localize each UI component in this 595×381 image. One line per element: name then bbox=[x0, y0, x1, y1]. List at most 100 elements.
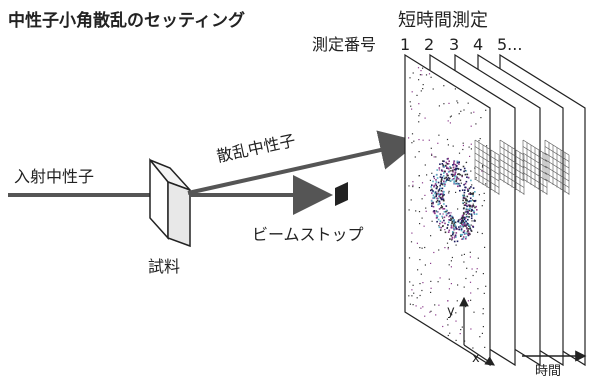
scatter-dot bbox=[481, 205, 483, 207]
scatter-dot bbox=[447, 167, 450, 170]
scatter-dot bbox=[458, 228, 460, 231]
scatter-dot bbox=[431, 153, 433, 155]
scatter-dot bbox=[448, 192, 450, 194]
scatter-dot bbox=[444, 183, 446, 186]
scatter-dot bbox=[449, 332, 451, 334]
scatter-dot bbox=[470, 148, 472, 150]
scatter-dot bbox=[439, 193, 441, 196]
scatter-dot bbox=[468, 200, 470, 203]
scatter-dot bbox=[463, 196, 465, 198]
scatter-dot bbox=[463, 232, 466, 234]
scatter-dot bbox=[484, 346, 486, 348]
meas-no-label: 測定番号 bbox=[312, 35, 376, 54]
scatter-dot bbox=[469, 200, 471, 202]
scatter-dot bbox=[464, 189, 466, 191]
scatter-dot bbox=[436, 197, 438, 200]
scatter-dot bbox=[424, 264, 426, 266]
scatter-dot bbox=[448, 288, 450, 290]
scatter-dot bbox=[465, 225, 467, 228]
scatter-dot bbox=[469, 256, 471, 258]
scatter-dot bbox=[432, 202, 434, 205]
scatter-dot bbox=[439, 277, 441, 279]
scatter-dot bbox=[451, 222, 453, 225]
scatter-dot bbox=[481, 332, 483, 334]
scatter-dot bbox=[450, 170, 452, 172]
scatter-dot bbox=[470, 125, 472, 127]
scatter-dot bbox=[419, 113, 421, 115]
scatter-dot bbox=[419, 74, 421, 76]
scatter-dot bbox=[447, 334, 449, 337]
scatter-dot bbox=[453, 177, 456, 180]
scatter-dot bbox=[416, 94, 418, 96]
scatter-dot bbox=[435, 195, 437, 198]
scatter-dot bbox=[444, 164, 447, 167]
scatter-dot bbox=[453, 221, 455, 223]
scatter-dot bbox=[446, 138, 449, 141]
scatter-dot bbox=[411, 91, 413, 93]
scatter-dot bbox=[456, 160, 459, 163]
scatter-dot bbox=[442, 165, 445, 168]
scatter-dot bbox=[434, 304, 436, 306]
scatter-dot bbox=[430, 287, 432, 289]
scatter-dot bbox=[433, 156, 435, 158]
scatter-dot bbox=[479, 138, 481, 140]
scatter-dot bbox=[442, 160, 444, 162]
scatter-dot bbox=[468, 225, 470, 227]
scatter-dot bbox=[458, 113, 460, 115]
scatter-dot bbox=[437, 192, 439, 195]
scatter-dot bbox=[463, 109, 465, 111]
scatter-dot bbox=[447, 177, 450, 179]
scatter-dot bbox=[469, 192, 472, 194]
scatter-dot bbox=[431, 184, 433, 186]
scatter-dot bbox=[457, 178, 460, 180]
beamstop-label: ビームストップ bbox=[252, 225, 364, 244]
scatter-dot bbox=[439, 176, 442, 178]
scatter-dot bbox=[472, 195, 474, 197]
scatter-dot bbox=[438, 169, 440, 171]
scatter-dot bbox=[444, 181, 447, 183]
scatter-dot bbox=[460, 329, 462, 331]
scatter-dot bbox=[430, 200, 433, 202]
scatter-dot bbox=[460, 110, 462, 112]
scatter-dot bbox=[438, 193, 440, 196]
scatter-dot bbox=[462, 202, 464, 205]
scatter-dot bbox=[439, 163, 441, 165]
scatter-dot bbox=[461, 218, 463, 220]
scatter-dot bbox=[411, 108, 413, 110]
scatter-dot bbox=[408, 137, 410, 139]
scatter-dot bbox=[411, 289, 413, 291]
scatter-dot bbox=[432, 196, 435, 199]
scatter-dot bbox=[458, 226, 460, 228]
scatter-dot bbox=[416, 242, 418, 244]
scatter-dot bbox=[456, 300, 458, 302]
scatter-dot bbox=[437, 281, 439, 283]
scatter-dot bbox=[463, 196, 466, 199]
scatter-dot bbox=[442, 217, 444, 219]
scatter-dot bbox=[453, 237, 455, 239]
scatter-dot bbox=[470, 230, 473, 232]
scatter-dot bbox=[448, 219, 450, 221]
scatter-dot bbox=[462, 212, 465, 214]
scatter-dot bbox=[464, 186, 466, 189]
scatter-dot bbox=[464, 211, 467, 213]
scatter-dot bbox=[439, 187, 442, 190]
scatter-dot bbox=[470, 217, 473, 220]
scatter-dot bbox=[431, 202, 433, 204]
scatter-dot bbox=[447, 212, 449, 215]
scatter-dot bbox=[436, 220, 438, 223]
scatter-dot bbox=[452, 178, 455, 180]
scatter-dot bbox=[418, 103, 420, 105]
scatter-dot bbox=[408, 209, 410, 211]
scatter-dot bbox=[424, 117, 426, 119]
scatter-dot bbox=[467, 204, 470, 206]
scatter-dot bbox=[469, 226, 471, 229]
scatter-dot bbox=[442, 213, 444, 215]
scatter-dot bbox=[462, 224, 465, 226]
scatter-dot bbox=[469, 197, 472, 200]
scatter-dot bbox=[470, 170, 472, 172]
scatter-dot bbox=[470, 193, 472, 195]
scatter-dot bbox=[481, 232, 483, 235]
scatter-dot bbox=[421, 198, 423, 200]
scatter-dot bbox=[467, 102, 469, 104]
scatter-dot bbox=[453, 163, 455, 166]
